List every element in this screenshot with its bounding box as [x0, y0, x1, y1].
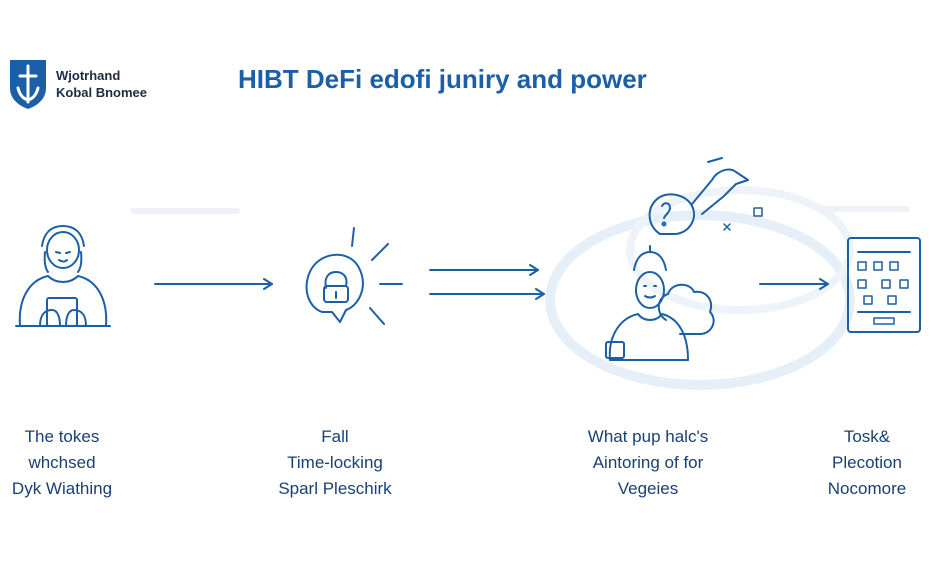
step-1-caption: The tokes whchsed Dyk Wiathing	[0, 424, 162, 502]
brand-logo[interactable]: Wjotrhand Kobal Bnomee	[8, 58, 147, 110]
person-with-device-icon	[15, 225, 111, 327]
dashboard-panel-icon	[847, 237, 921, 333]
step-4-caption: Tosk& Plecotion Nocomore	[767, 424, 930, 502]
step-3-line-1: What pup halc's	[587, 427, 709, 446]
step-4-line-3: Nocomore	[827, 479, 907, 498]
step-4-line-1: Tosk&	[843, 427, 891, 446]
floating-key-icon	[648, 157, 749, 235]
step-3-line-3: Vegeies	[617, 479, 679, 498]
step-1-line-3: Dyk Wiathing	[11, 479, 113, 498]
brand-name: Wjotrhand Kobal Bnomee	[56, 67, 147, 101]
step-1-line-2: whchsed	[28, 453, 96, 472]
step-2-line-2: Time-locking	[287, 453, 383, 472]
step-1-line-1: The tokes	[24, 427, 100, 446]
shield-logo-icon	[10, 60, 46, 109]
page-title: HIBT DeFi edofi juniry and power	[238, 64, 647, 94]
step-3-caption: What pup halc's Aintoring of for Vegeies	[548, 424, 748, 502]
step-2-caption: Fall Time-locking Sparl Pleschirk	[235, 424, 435, 502]
brand-name-line-2: Kobal Bnomee	[56, 85, 148, 100]
lock-burst-icon	[305, 227, 403, 325]
step-3-line-2: Aintoring of for	[592, 453, 704, 472]
brand-name-line-1: Wjotrhand	[56, 68, 121, 83]
person-with-cloud-icon	[605, 245, 715, 361]
step-2-line-3: Sparl Pleschirk	[278, 479, 392, 498]
step-2-line-1: Fall	[321, 427, 349, 446]
step-4-line-2: Plecotion	[832, 453, 902, 472]
